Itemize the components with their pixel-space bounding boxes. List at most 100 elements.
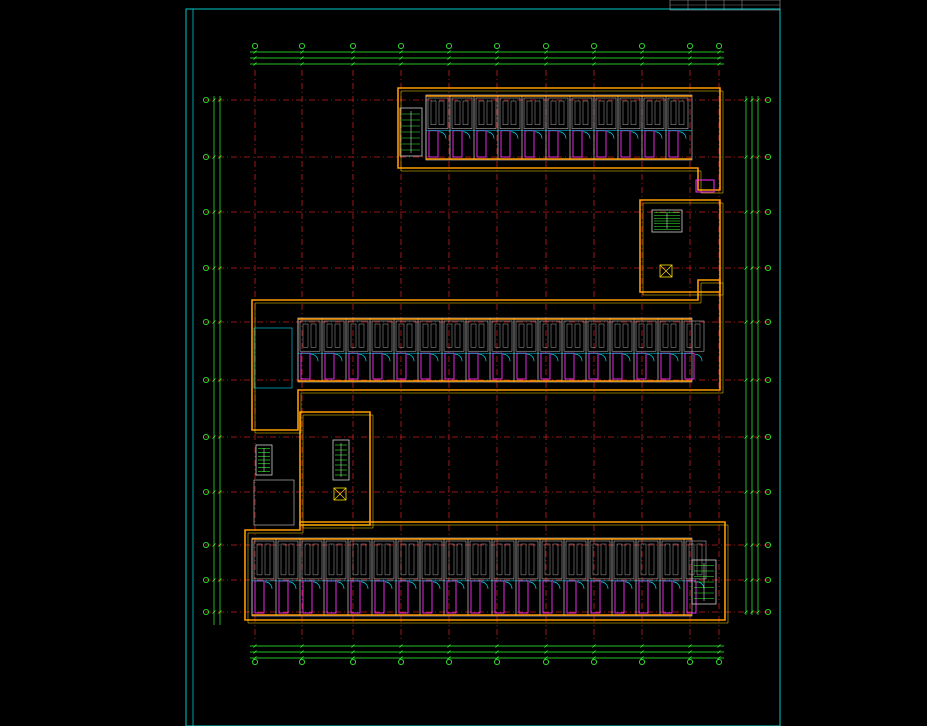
bathroom-fixture: [326, 580, 337, 614]
shaft-cross: [333, 487, 347, 501]
bathroom-fixture: [254, 580, 265, 614]
bathroom-fixture: [548, 130, 559, 158]
dimension-tick: [592, 50, 596, 54]
bed: [336, 543, 343, 576]
axis-bubble-top: [251, 43, 258, 50]
dorm-room: [493, 540, 515, 580]
bed: [694, 323, 701, 348]
door-swing: [510, 131, 519, 139]
axis-bubble-right: [765, 264, 772, 271]
axis-bubble-bottom: [349, 659, 356, 666]
dimension-tick: [750, 266, 754, 270]
axis-bubble-top: [445, 43, 452, 50]
dimension-tick: [447, 56, 451, 60]
bed: [454, 100, 461, 125]
axis-bubble-top: [349, 43, 356, 50]
dorm-room: [445, 540, 467, 580]
dorm-room: [299, 320, 321, 352]
dimension-tick: [744, 210, 748, 214]
dimension-tick: [495, 656, 499, 660]
bed: [424, 543, 431, 576]
bathroom-fixture: [324, 352, 335, 380]
bathroom-fixture: [350, 580, 361, 614]
door-swing: [550, 353, 559, 362]
sheet-border: [185, 8, 781, 726]
dimension-tick: [447, 62, 451, 66]
door-swing: [696, 581, 705, 589]
dimension-tick: [351, 644, 355, 648]
axis-bubble-top: [716, 43, 723, 50]
bed: [576, 543, 583, 576]
bathroom-fixture: [636, 352, 647, 380]
bathroom-fixture: [500, 130, 511, 158]
bathroom-fixture: [620, 130, 631, 158]
bed: [624, 543, 631, 576]
axis-bubbles: [202, 43, 772, 666]
bed: [686, 323, 693, 348]
bed: [558, 100, 565, 125]
dimension-tick: [300, 62, 304, 66]
dimension-tick: [717, 56, 721, 60]
dimension-tick: [756, 610, 760, 614]
axis-bubble-bottom: [543, 659, 550, 666]
bed: [350, 323, 357, 348]
door-swing: [574, 353, 583, 362]
elevator-shaft: [333, 487, 347, 501]
axis-bubble-left: [202, 318, 209, 325]
dorm-room: [323, 320, 345, 352]
dorm-room: [397, 540, 419, 580]
bed: [264, 543, 271, 576]
bathroom-fixture: [452, 130, 463, 158]
door-swing: [358, 353, 367, 362]
bathroom-fixture: [396, 352, 407, 380]
bathroom-fixture: [278, 580, 289, 614]
bed: [480, 543, 487, 576]
bathroom-fixture: [372, 352, 383, 380]
dimension-tick: [544, 56, 548, 60]
bathroom-fixture: [468, 352, 479, 380]
bed: [544, 543, 551, 576]
bed: [328, 543, 335, 576]
bathroom-fixture: [644, 130, 655, 158]
dimension-tick: [399, 644, 403, 648]
axis-bubble-right: [765, 488, 772, 495]
axis-bubble-top: [397, 43, 404, 50]
wing-north: [425, 94, 693, 161]
door-swing: [456, 581, 465, 589]
bathroom-fixture: [660, 352, 671, 380]
bed: [590, 323, 597, 348]
dimension-tick: [495, 56, 499, 60]
door-swing: [630, 131, 639, 139]
dorm-room: [547, 97, 569, 129]
bed: [646, 100, 653, 125]
bathroom-fixture: [492, 352, 503, 380]
dimension-tick: [717, 656, 721, 660]
bed: [542, 323, 549, 348]
bed: [478, 100, 485, 125]
dimension-tick: [447, 650, 451, 654]
door-swing: [454, 353, 463, 362]
bed: [528, 543, 535, 576]
dimension-tick: [756, 210, 760, 214]
bed: [256, 543, 263, 576]
dimension-tick: [744, 155, 748, 159]
bed: [462, 100, 469, 125]
bathroom-fixture: [398, 580, 409, 614]
bathroom-fixture: [524, 130, 535, 158]
dorm-room: [643, 97, 665, 129]
bed: [664, 543, 671, 576]
axis-bubble-bottom: [639, 659, 646, 666]
dimension-tick: [212, 266, 216, 270]
dimension-tick: [640, 50, 644, 54]
dimension-tick: [640, 656, 644, 660]
bed: [478, 323, 485, 348]
dimension-tick: [544, 62, 548, 66]
dimension-tick: [212, 490, 216, 494]
door-swing: [408, 581, 417, 589]
dorm-room: [475, 97, 497, 129]
bed: [422, 323, 429, 348]
dimension-tick: [756, 543, 760, 547]
dimension-tick: [750, 378, 754, 382]
dorm-room: [443, 320, 465, 352]
axis-bubble-right: [765, 97, 772, 104]
